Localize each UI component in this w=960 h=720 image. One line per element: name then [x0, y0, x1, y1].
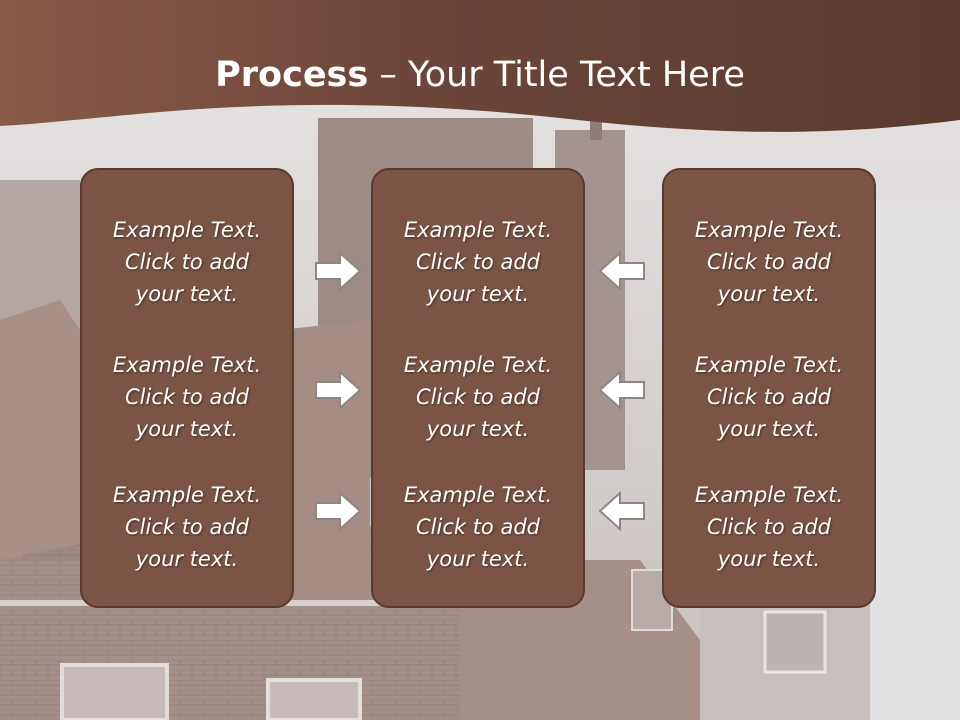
panel-text[interactable]: Example Text. Click to add your text. — [112, 483, 262, 571]
panel-text[interactable]: Example Text. Click to add your text. — [403, 353, 553, 441]
process-panel-center[interactable]: Example Text. Click to add your text. Ex… — [371, 168, 585, 608]
panel-text[interactable]: Example Text. Click to add your text. — [112, 353, 262, 441]
left-arrow-icon — [598, 250, 645, 292]
slide-title-bold: Process — [215, 55, 369, 95]
panel-text[interactable]: Example Text. Click to add your text. — [403, 483, 553, 571]
right-arrow-icon — [315, 369, 362, 411]
panel-text[interactable]: Example Text. Click to add your text. — [694, 353, 844, 441]
right-arrow-icon — [315, 250, 362, 292]
slide-title[interactable]: Process – Your Title Text Here — [0, 52, 960, 98]
slide-title-rest: – Your Title Text Here — [368, 55, 745, 95]
left-arrow-icon — [598, 369, 645, 411]
process-panel-right[interactable]: Example Text. Click to add your text. Ex… — [662, 168, 876, 608]
panel-text[interactable]: Example Text. Click to add your text. — [112, 218, 262, 306]
panel-text[interactable]: Example Text. Click to add your text. — [694, 483, 844, 571]
left-arrow-icon — [598, 490, 645, 532]
header-band — [0, 0, 960, 132]
right-arrow-icon — [315, 490, 362, 532]
panel-text[interactable]: Example Text. Click to add your text. — [694, 218, 844, 306]
process-panel-left[interactable]: Example Text. Click to add your text. Ex… — [80, 168, 294, 608]
panel-text[interactable]: Example Text. Click to add your text. — [403, 218, 553, 306]
